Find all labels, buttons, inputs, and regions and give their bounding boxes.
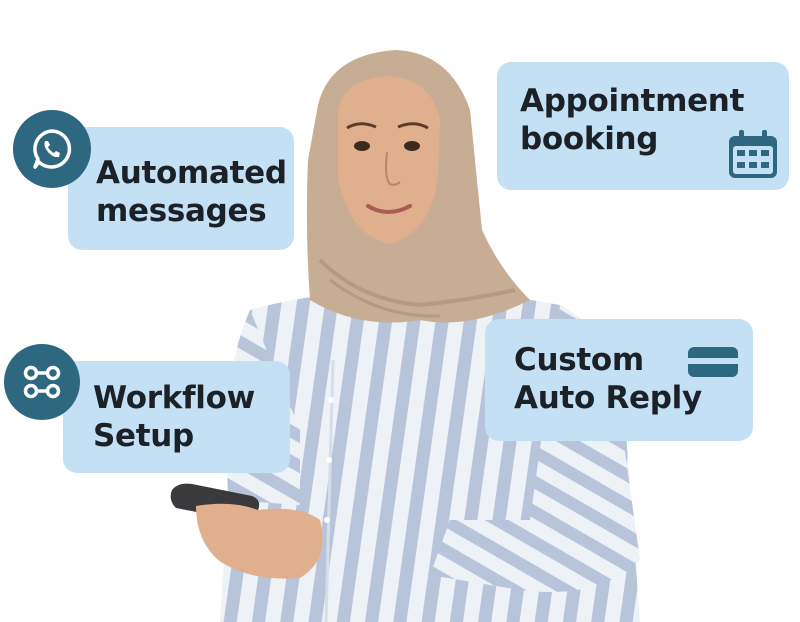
- custom-auto-reply-label: Custom Auto Reply: [514, 342, 702, 416]
- workflow-setup-label: Workflow Setup: [93, 380, 255, 454]
- calendar-icon: [729, 130, 777, 178]
- automated-messages-label: Automated messages: [96, 155, 287, 229]
- left-hand: [196, 503, 323, 579]
- whatsapp-icon: [13, 110, 91, 188]
- automated-messages-card[interactable]: Automated messages: [68, 127, 294, 250]
- appointment-booking-card[interactable]: Appointment booking: [497, 62, 789, 190]
- appointment-booking-label: Appointment booking: [520, 83, 745, 157]
- card-icon: [688, 347, 738, 377]
- custom-auto-reply-card[interactable]: Custom Auto Reply: [485, 319, 753, 441]
- workflow-setup-card[interactable]: Workflow Setup: [63, 361, 290, 473]
- face: [338, 76, 440, 244]
- workflow-icon: [4, 344, 80, 420]
